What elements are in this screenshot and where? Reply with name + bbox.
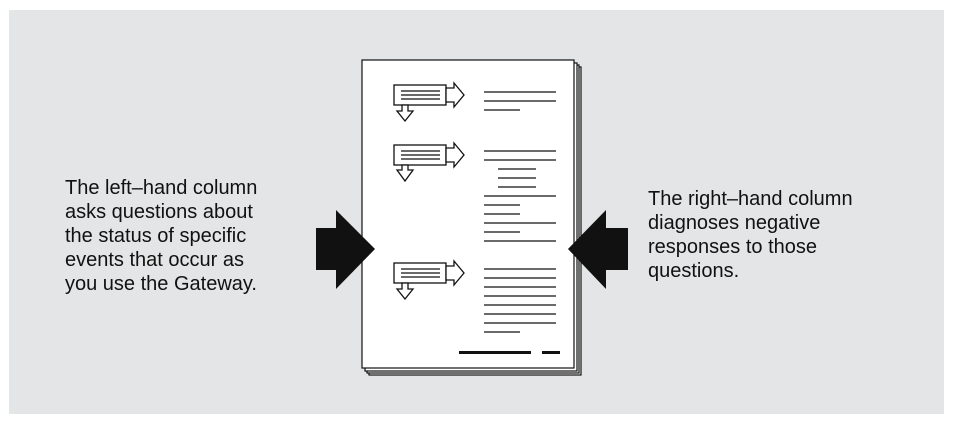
page-stack	[362, 60, 581, 375]
page-footer-bars	[459, 351, 560, 354]
page-front	[362, 60, 574, 368]
right-caption-line: questions.	[648, 259, 928, 283]
left-caption-line: The left–hand column	[65, 176, 325, 200]
left-column-caption: The left–hand column asks questions abou…	[65, 176, 325, 296]
left-caption-line: events that occur as	[65, 248, 325, 272]
left-caption-line: the status of specific	[65, 224, 325, 248]
left-caption-line: you use the Gateway.	[65, 272, 325, 296]
right-caption-line: The right–hand column	[648, 187, 928, 211]
left-caption-line: asks questions about	[65, 200, 325, 224]
right-caption-line: diagnoses negative	[648, 211, 928, 235]
right-column-caption: The right–hand column diagnoses negative…	[648, 187, 928, 283]
right-caption-line: responses to those	[648, 235, 928, 259]
